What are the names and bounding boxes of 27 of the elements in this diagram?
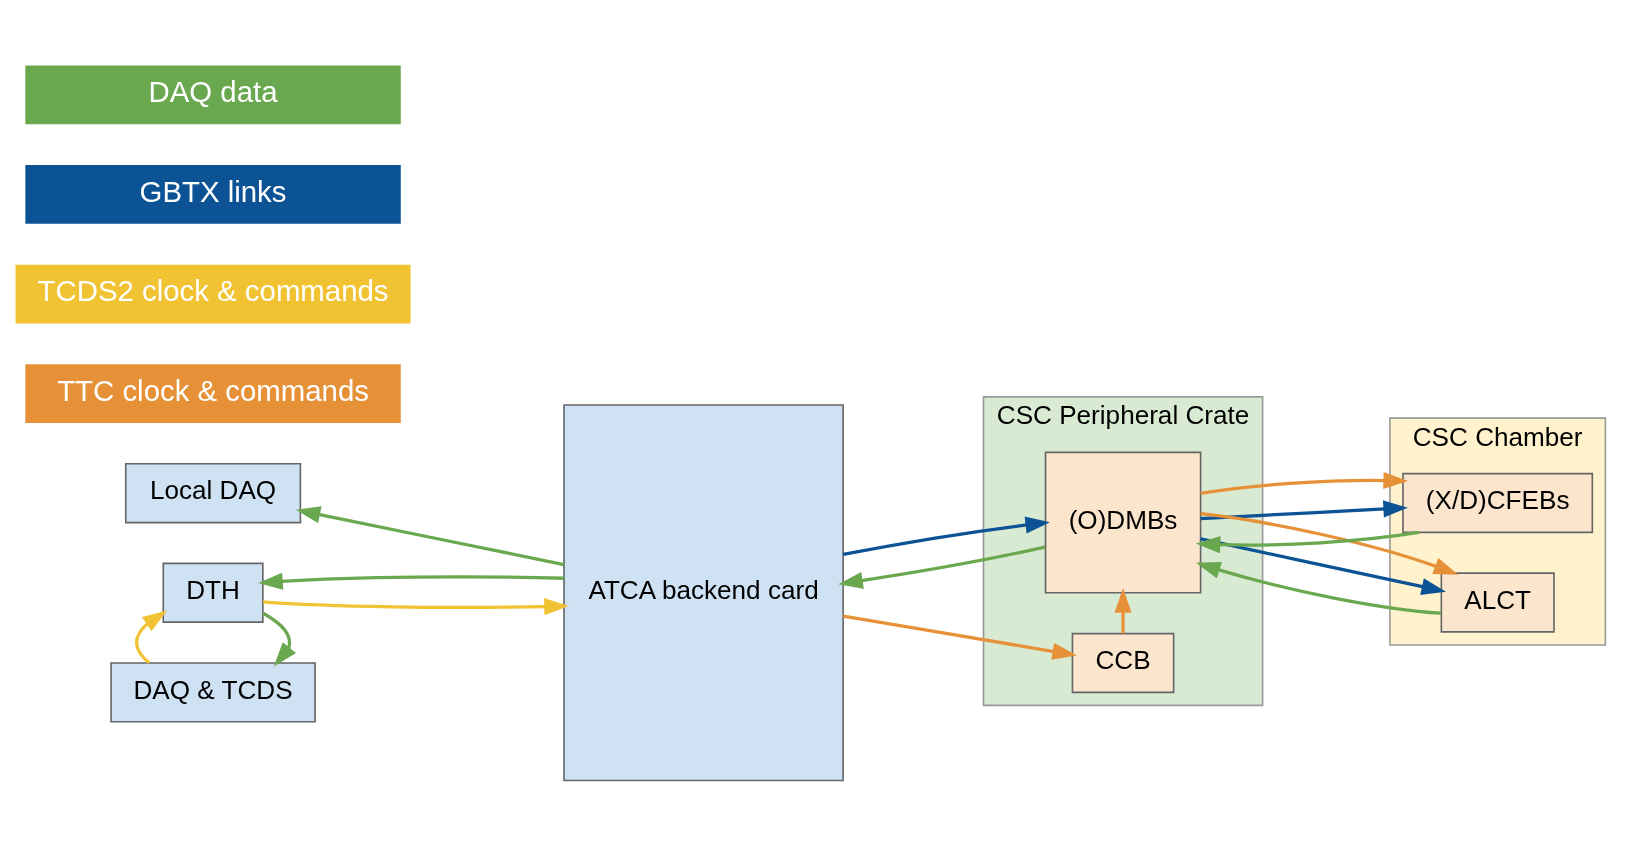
arrow [258, 572, 564, 590]
arrow [842, 614, 1077, 660]
arrow [1200, 500, 1408, 521]
arrow [262, 611, 296, 667]
legend-label: DAQ data [148, 75, 278, 109]
arrow [1195, 530, 1420, 554]
node-box: ATCA backend card [563, 404, 844, 782]
node-box: CCB [1071, 632, 1175, 694]
arrow [263, 598, 569, 616]
arrow [1200, 537, 1446, 595]
node-box: (O)DMBs [1044, 451, 1202, 594]
arrow [838, 545, 1046, 589]
node-box: ALCT [1440, 572, 1555, 633]
arrow [1200, 471, 1408, 495]
legend-label: TTC clock & commands [57, 373, 369, 407]
legend-label: GBTX links [139, 174, 287, 208]
arrow [1196, 561, 1442, 615]
arrow [134, 610, 168, 664]
legend-label: TCDS2 clock & commands [37, 274, 389, 308]
arrow [842, 516, 1050, 556]
node-box: Local DAQ [124, 463, 302, 524]
arrow [1114, 588, 1132, 634]
node-box: DTH [162, 562, 264, 623]
node-box: (X/D)CFEBs [1402, 472, 1594, 534]
node-box: DAQ & TCDS [110, 662, 316, 723]
arrow [295, 506, 565, 567]
arrow [1200, 512, 1459, 575]
